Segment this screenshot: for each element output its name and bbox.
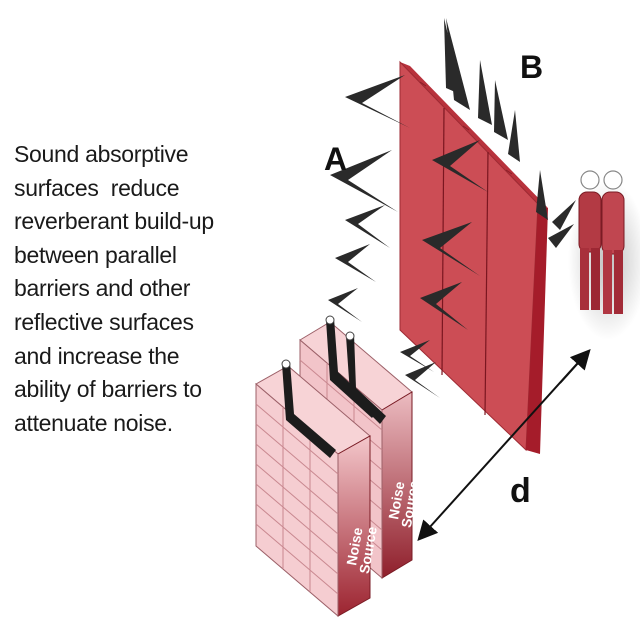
barrier-front-face [399,60,539,452]
person-icon [578,170,602,310]
caption-line: Sound absorptive [14,141,189,167]
caption-line: barriers and other [14,275,191,302]
caption-line: surfaces reduce [14,174,180,201]
caption-line: ability of barriers to [14,376,202,403]
distance-arrow-tail [559,349,591,384]
caption-line: attenuate noise. [14,409,173,436]
label-d: d [510,472,531,510]
caption-line: between parallel [14,241,177,268]
caption-line: and increase the [14,342,180,369]
diffracted-sound-waves-b [444,18,576,248]
person-icon [601,170,625,314]
caption-line: reflective surfaces [14,308,194,335]
sound-waves-on-wall [420,140,488,330]
caption-line: reverberant build-up [14,208,214,235]
receiver-people [568,170,640,340]
barrier-top-face [400,62,548,208]
caption-text: Sound absorptive surfaces reduce reverbe… [14,138,249,440]
barrier-side-face [526,204,548,454]
noise-source-front: Noise Source [255,359,380,618]
label-a: A [324,141,347,177]
distance-arrow [417,354,586,541]
barrier-panel-seam [484,151,489,416]
noise-source-label: Noise Source [342,522,380,574]
label-b: B [520,49,543,85]
barrier-wall [399,60,548,454]
reflected-sound-waves-a [328,75,440,398]
